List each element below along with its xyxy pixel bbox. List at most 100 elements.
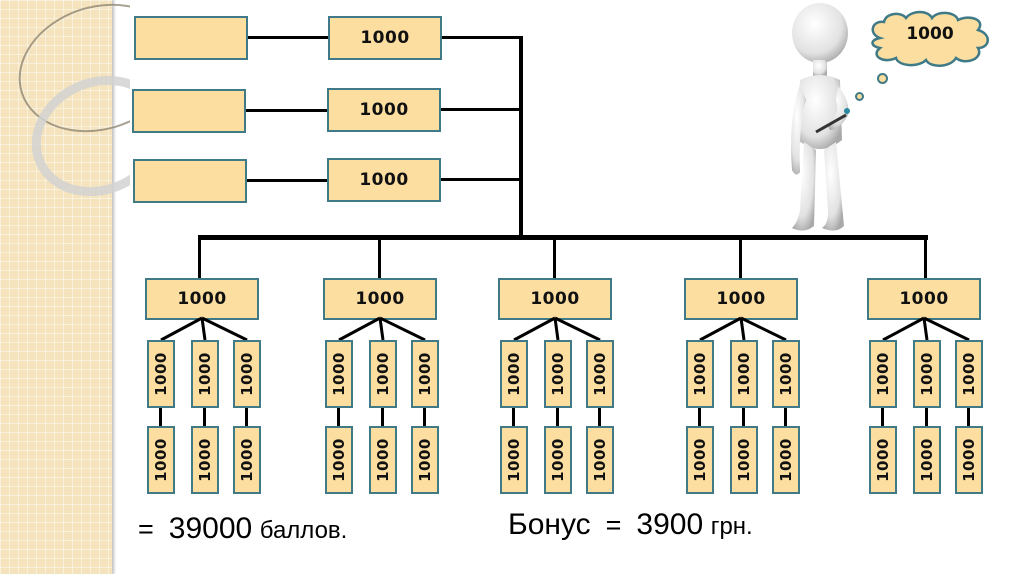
fan-line [553,317,560,341]
trunk-line [519,36,523,239]
child-connector [245,408,248,428]
child-box-top: 1000 [730,340,758,408]
child-box-top: 1000 [325,340,353,408]
fan-lines [338,316,426,342]
child-box-top: 1000 [369,340,397,408]
bonus-unit: грн. [710,513,753,540]
fan-line [739,317,746,341]
total-unit: баллов. [259,517,348,544]
child-connector [967,408,970,428]
fan-line [554,316,601,342]
child-value: 1000 [152,352,170,396]
sidebar-shadow [112,0,116,574]
bonus-eq: = [605,510,622,540]
main-horizontal-bar [198,235,928,240]
value-box: 1000 [327,88,441,132]
child-value: 1000 [374,438,392,482]
drop-line [198,238,201,278]
connector-line [247,179,328,182]
child-connector [159,408,162,428]
thought-value: 1000 [906,24,954,44]
child-box-top: 1000 [955,340,983,408]
connector-line [246,109,328,112]
child-connector [742,408,745,428]
bonus-label: Бонус [508,508,591,541]
child-connector [925,408,928,428]
child-value: 1000 [330,352,348,396]
child-value: 1000 [874,438,892,482]
child-box-top: 1000 [686,340,714,408]
child-value: 1000 [238,438,256,482]
fan-line [922,317,929,341]
fan-line [160,316,203,342]
child-value: 1000 [777,352,795,396]
child-value: 1000 [152,438,170,482]
child-value: 1000 [874,352,892,396]
fan-lines [882,316,970,342]
child-value: 1000 [735,438,753,482]
fan-line [923,316,970,342]
bonus: Бонус = 3900 грн. [508,508,753,542]
connector-line [441,108,522,111]
thought-bubble-dot [877,73,888,84]
child-box-top: 1000 [544,340,572,408]
child-box-bottom: 1000 [913,426,941,494]
group-parent-box: 1000 [498,278,612,320]
child-value: 1000 [549,352,567,396]
fan-line [338,316,381,342]
child-connector [203,408,206,428]
empty-box [134,16,248,60]
fan-line [882,316,925,342]
fan-lines [513,316,601,342]
child-box-bottom: 1000 [147,426,175,494]
child-box-top: 1000 [913,340,941,408]
child-box-bottom: 1000 [233,426,261,494]
fan-lines [160,316,248,342]
fan-line [201,316,248,342]
drop-line [378,238,381,278]
child-value: 1000 [591,352,609,396]
child-connector [881,408,884,428]
group-parent-box: 1000 [145,278,259,320]
group-parent-box: 1000 [867,278,981,320]
child-connector [512,408,515,428]
child-connector [556,408,559,428]
child-box-bottom: 1000 [586,426,614,494]
child-value: 1000 [691,352,709,396]
fan-lines [699,316,787,342]
child-value: 1000 [505,438,523,482]
child-value: 1000 [238,352,256,396]
child-value: 1000 [691,438,709,482]
child-value: 1000 [505,352,523,396]
connector-line [248,36,328,39]
child-box-bottom: 1000 [369,426,397,494]
child-box-bottom: 1000 [955,426,983,494]
total-points: = 39000 баллов. [138,512,347,546]
child-box-top: 1000 [500,340,528,408]
child-value: 1000 [196,438,214,482]
empty-box [133,159,247,203]
connector-line [441,178,522,181]
child-box-top: 1000 [772,340,800,408]
thought-bubble-dot [855,92,864,101]
total-prefix: = [138,514,154,544]
child-connector [337,408,340,428]
drop-line [553,238,556,278]
fan-line [378,317,385,341]
child-value: 1000 [960,438,978,482]
stick-figure-person-icon [791,3,850,231]
child-value: 1000 [416,438,434,482]
child-connector [698,408,701,428]
child-box-bottom: 1000 [686,426,714,494]
total-value: 39000 [168,512,253,545]
child-value: 1000 [549,438,567,482]
drop-line [924,238,927,278]
child-value: 1000 [591,438,609,482]
sidebar-rings [0,0,130,574]
child-value: 1000 [918,352,936,396]
child-box-top: 1000 [869,340,897,408]
child-box-top: 1000 [191,340,219,408]
child-box-bottom: 1000 [869,426,897,494]
drop-line [739,238,742,278]
child-connector [381,408,384,428]
